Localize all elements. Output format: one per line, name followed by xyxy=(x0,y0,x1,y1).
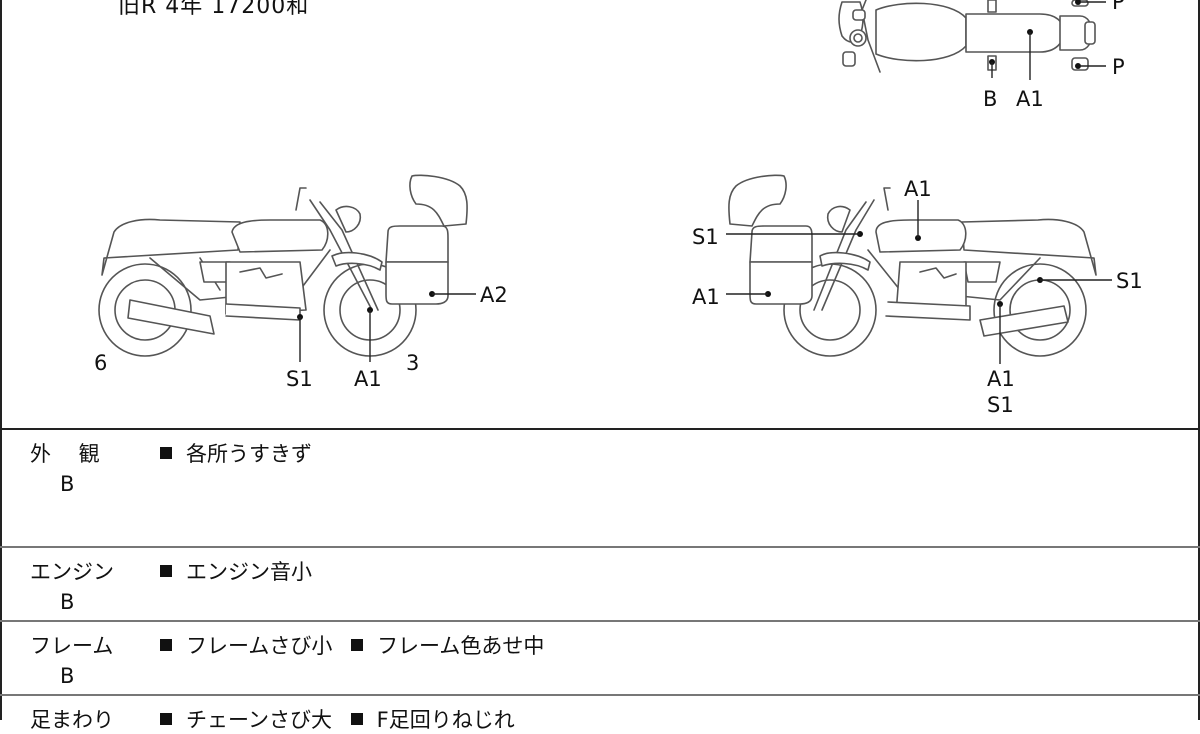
notes-list: エンジン音小 xyxy=(160,556,324,586)
bullet-square-icon xyxy=(160,565,172,577)
label-right-s1-left: S1 xyxy=(692,225,719,249)
frame-right-border xyxy=(1198,0,1200,720)
damage-diagram: P P B A1 xyxy=(94,0,1143,417)
label-right-a1-bottom: A1 xyxy=(987,367,1015,391)
left-side-motorcycle xyxy=(98,174,468,357)
category-label: 外 観 xyxy=(30,442,100,466)
top-view-callouts: P P B A1 xyxy=(983,0,1125,111)
bullet-square-icon xyxy=(160,639,172,651)
label-left-a1: A1 xyxy=(354,367,382,391)
note-item: 各所うすきず xyxy=(186,442,312,466)
bullet-square-icon xyxy=(351,639,364,651)
inspection-table: 外 観 B 各所うすきず エンジン B エンジン音小 フレーム B フレームさび… xyxy=(0,428,1200,734)
inspection-row-exterior: 外 観 B 各所うすきず xyxy=(0,428,1200,546)
header-note: 旧R 4年 17200和 xyxy=(118,0,310,19)
inspection-row-engine: エンジン B エンジン音小 xyxy=(0,546,1200,620)
notes-list: チェーンさび大 F足回りねじれ xyxy=(160,704,527,734)
note-item: F足回りねじれ xyxy=(376,708,515,732)
label-right-s1-right: S1 xyxy=(1116,269,1143,293)
label-top-b: B xyxy=(983,87,997,111)
grade-value: B xyxy=(60,664,75,688)
label-right-s1-bottom: S1 xyxy=(987,393,1014,417)
grade-value: B xyxy=(60,590,75,614)
label-left-front-number: 3 xyxy=(406,351,419,375)
bullet-square-icon xyxy=(350,713,363,725)
label-top-p-lower: P xyxy=(1112,55,1125,79)
left-side-callouts: A2 S1 A1 6 3 xyxy=(94,283,508,391)
grade-value: B xyxy=(60,472,75,496)
note-item: フレーム色あせ中 xyxy=(377,634,545,658)
label-right-a1-top: A1 xyxy=(904,177,932,201)
label-right-a1-left: A1 xyxy=(692,285,720,309)
note-item: エンジン音小 xyxy=(186,560,312,584)
inspection-row-frame: フレーム B フレームさび小 フレーム色あせ中 xyxy=(0,620,1200,694)
note-item: フレームさび小 xyxy=(186,634,333,658)
bullet-square-icon xyxy=(160,713,172,725)
label-top-p-upper: P xyxy=(1112,0,1125,14)
notes-list: フレームさび小 フレーム色あせ中 xyxy=(160,630,556,660)
bullet-square-icon xyxy=(160,447,172,459)
right-side-motorcycle xyxy=(728,174,1097,357)
label-top-a1: A1 xyxy=(1016,87,1044,111)
label-left-s1: S1 xyxy=(286,367,313,391)
frame-left-border xyxy=(0,0,2,720)
note-item: チェーンさび大 xyxy=(186,708,332,732)
category-label: エンジン xyxy=(30,560,114,584)
notes-list: 各所うすきず xyxy=(160,438,324,468)
category-label: 足まわり xyxy=(30,708,114,732)
label-left-a2: A2 xyxy=(480,283,508,307)
label-left-rear-number: 6 xyxy=(94,351,107,375)
category-label: フレーム xyxy=(30,634,114,658)
inspection-row-suspension: 足まわり チェーンさび大 F足回りねじれ xyxy=(0,694,1200,734)
right-side-callouts: A1 S1 A1 S1 A1 S1 xyxy=(692,177,1143,417)
top-view-motorcycle xyxy=(838,0,1096,73)
